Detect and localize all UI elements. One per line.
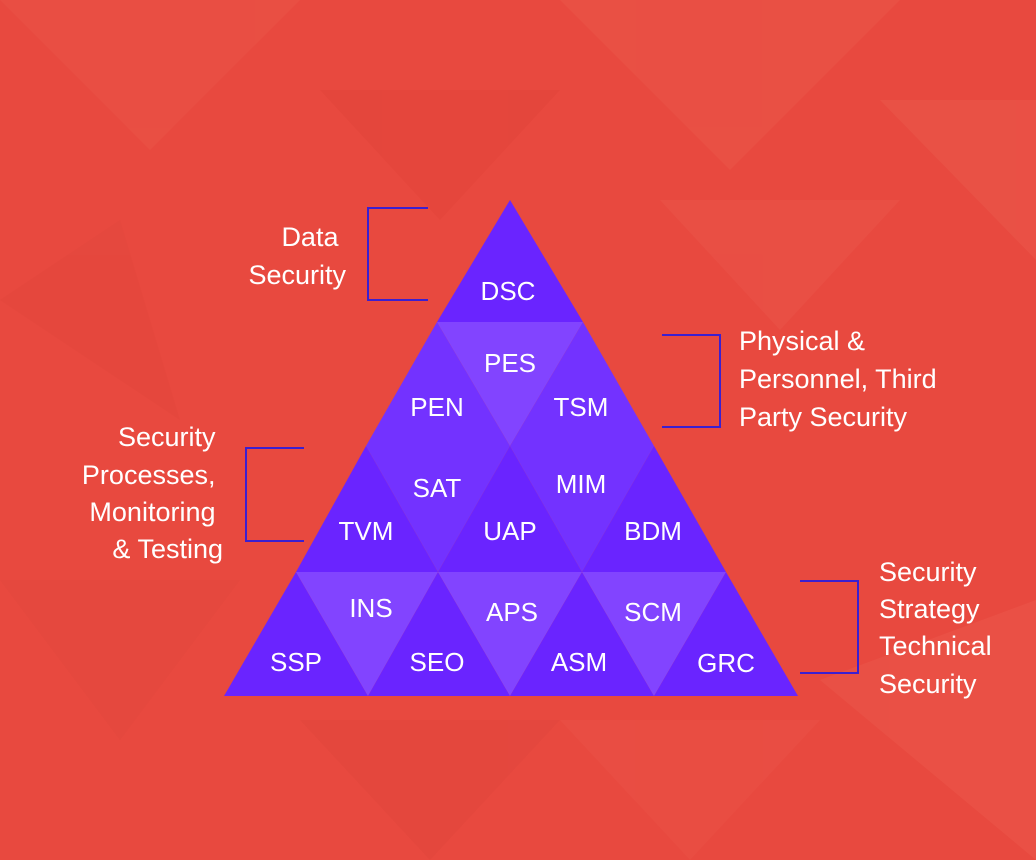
physical-personnel-line-1: Physical & xyxy=(739,326,865,356)
cell-dsc xyxy=(437,200,583,322)
cell-seo xyxy=(368,572,510,696)
pyramid xyxy=(224,200,798,696)
cell-ins xyxy=(296,572,438,696)
cell-pes xyxy=(437,322,583,446)
bracket-data-security xyxy=(367,207,428,301)
label-pen: PEN xyxy=(410,392,463,422)
security-strategy-line-2: Strategy xyxy=(879,594,980,624)
cell-scm xyxy=(582,572,726,696)
pyramid-labels: DSC PES PEN TSM SAT MIM TVM UAP BDM INS … xyxy=(270,276,755,678)
cell-tsm xyxy=(510,322,654,446)
cell-mim xyxy=(510,446,654,572)
bracket-physical-personnel xyxy=(662,334,721,428)
label-tsm: TSM xyxy=(554,392,609,422)
security-processes-line-2: Processes, xyxy=(82,460,216,490)
data-security-label: Data Security xyxy=(248,222,346,290)
data-security-line-1: Data xyxy=(281,222,339,252)
security-processes-label: Security Processes, Monitoring & Testing xyxy=(82,422,223,564)
cell-ssp xyxy=(224,572,368,696)
physical-personnel-label: Physical & Personnel, Third Party Securi… xyxy=(739,326,944,432)
label-tvm: TVM xyxy=(339,516,394,546)
label-grc: GRC xyxy=(697,648,755,678)
cell-grc xyxy=(654,572,798,696)
cell-tvm xyxy=(296,446,438,572)
physical-personnel-line-2: Personnel, Third xyxy=(739,364,937,394)
cell-aps xyxy=(438,572,582,696)
label-asm: ASM xyxy=(551,647,607,677)
physical-personnel-line-3: Party Security xyxy=(739,402,908,432)
label-bdm: BDM xyxy=(624,516,682,546)
label-sat: SAT xyxy=(413,473,462,503)
security-processes-line-4: & Testing xyxy=(112,534,223,564)
cell-sat xyxy=(366,446,510,572)
security-strategy-line-3: Technical xyxy=(879,631,992,661)
label-seo: SEO xyxy=(410,647,465,677)
cell-uap xyxy=(438,446,582,572)
label-ssp: SSP xyxy=(270,647,322,677)
label-dsc: DSC xyxy=(481,276,536,306)
cell-pen xyxy=(366,322,510,446)
brackets xyxy=(245,207,859,674)
side-labels: Data Security Security Processes, Monito… xyxy=(82,222,999,699)
bracket-security-strategy xyxy=(800,580,859,674)
cell-bdm xyxy=(582,446,726,572)
bracket-security-processes xyxy=(245,447,304,542)
security-strategy-label: Security Strategy Technical Security xyxy=(879,557,999,699)
label-uap: UAP xyxy=(483,516,536,546)
cell-asm xyxy=(510,572,654,696)
security-processes-line-1: Security xyxy=(118,422,216,452)
label-ins: INS xyxy=(349,593,392,623)
label-aps: APS xyxy=(486,597,538,627)
data-security-line-2: Security xyxy=(248,260,346,290)
security-strategy-line-1: Security xyxy=(879,557,977,587)
security-strategy-line-4: Security xyxy=(879,669,977,699)
label-pes: PES xyxy=(484,348,536,378)
security-processes-line-3: Monitoring xyxy=(89,497,215,527)
label-scm: SCM xyxy=(624,597,682,627)
label-mim: MIM xyxy=(556,469,607,499)
